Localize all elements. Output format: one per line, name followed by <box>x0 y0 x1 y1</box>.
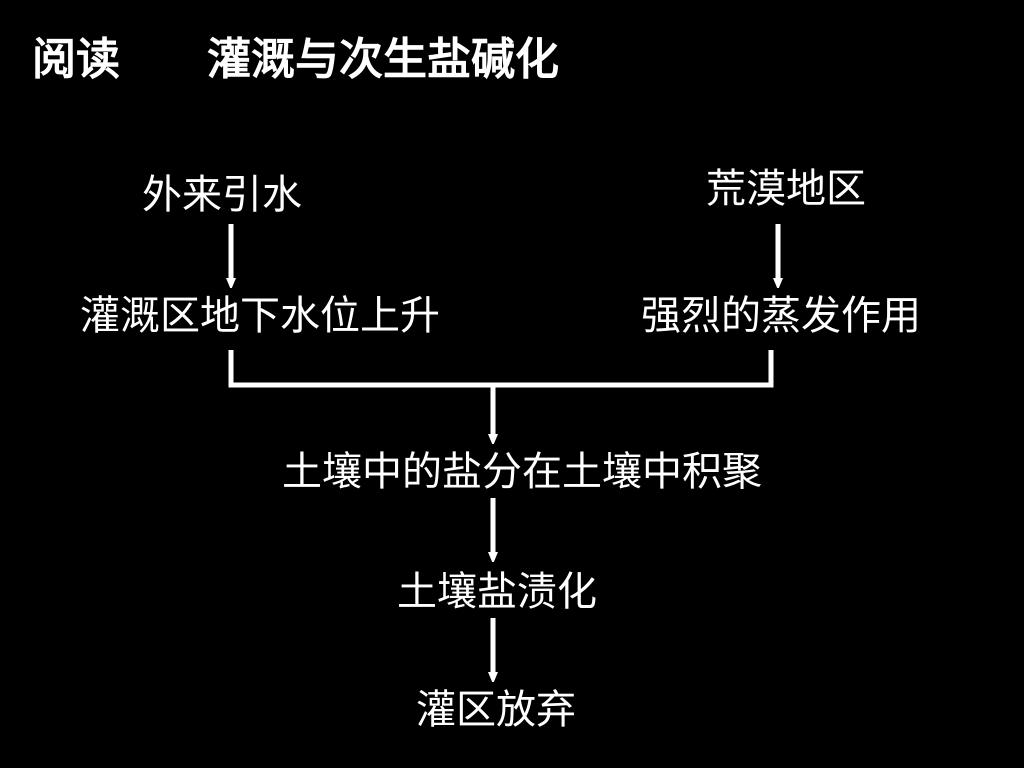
node-desert-region: 荒漠地区 <box>706 166 866 212</box>
node-groundwater-rise: 灌溉区地下水位上升 <box>80 293 440 339</box>
node-salinization: 土壤盐渍化 <box>397 569 597 615</box>
node-abandonment: 灌区放弃 <box>416 687 576 733</box>
node-evaporation: 强烈的蒸发作用 <box>641 293 921 339</box>
node-foreign-water: 外来引水 <box>142 172 302 218</box>
title-prefix: 阅读 <box>32 34 120 85</box>
node-salt-accumulation: 土壤中的盐分在土壤中积聚 <box>282 449 762 495</box>
slide-title: 灌溉与次生盐碱化 <box>207 34 559 85</box>
bracket-merge-connector <box>228 350 774 388</box>
